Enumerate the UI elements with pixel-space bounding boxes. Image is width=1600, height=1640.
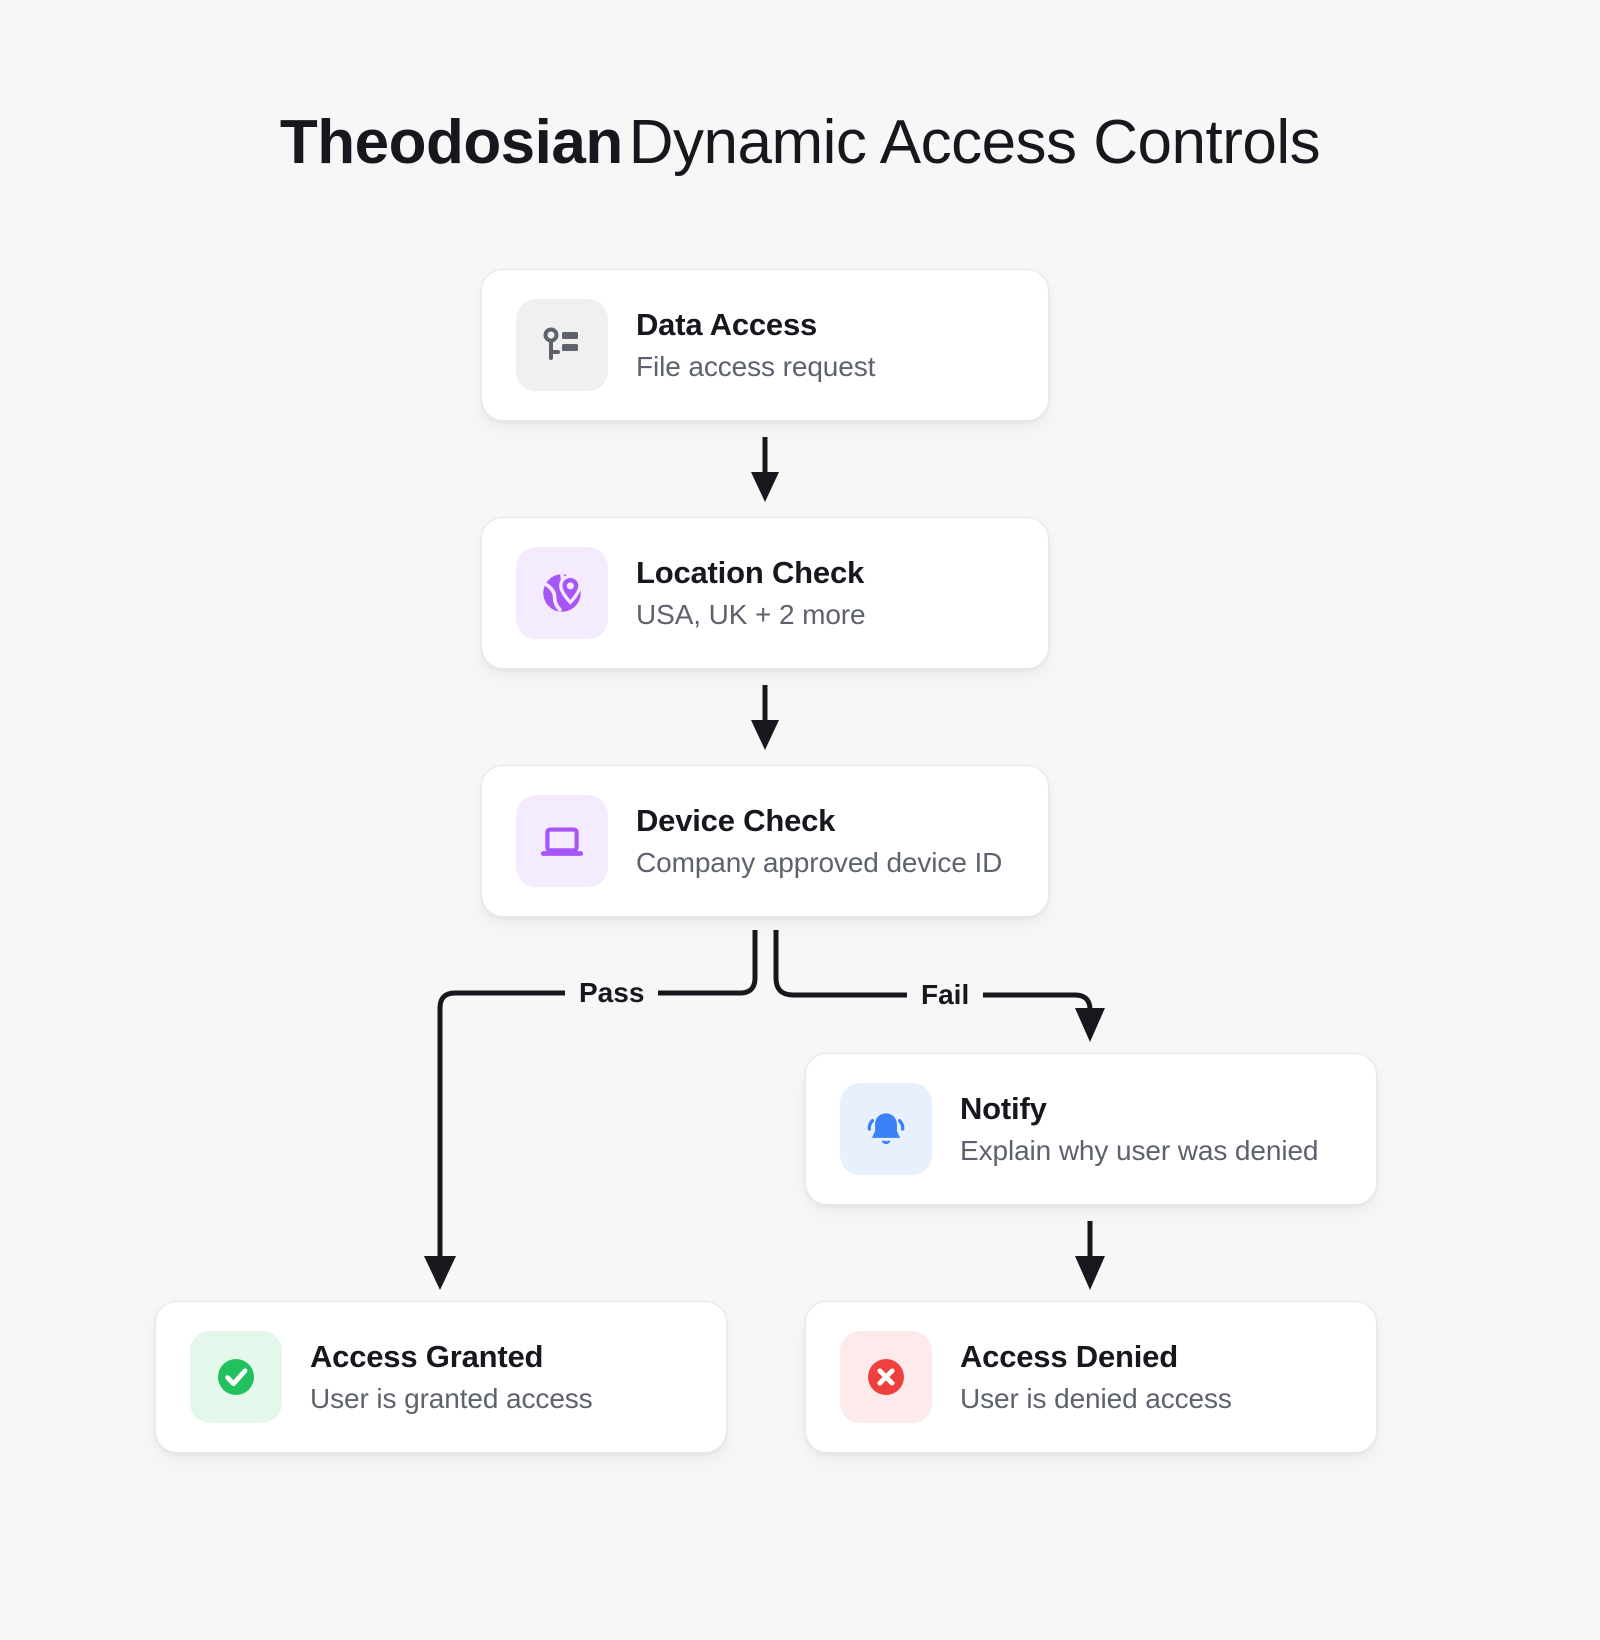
- x-circle-icon: [868, 1359, 904, 1395]
- card-subtitle-notify: Explain why user was denied: [960, 1135, 1319, 1166]
- card-text-access-denied: Access Denied User is denied access: [960, 1339, 1232, 1415]
- page-title-brand: Theodosian: [279, 108, 623, 177]
- arrow-data-access-to-location: [751, 437, 779, 502]
- node-card-access-granted[interactable]: Access Granted User is granted access: [155, 1301, 727, 1453]
- card-title-access-granted: Access Granted: [310, 1339, 544, 1374]
- page-title: TheodosianDynamic Access Controls: [0, 112, 1600, 174]
- card-text-access-granted: Access Granted User is granted access: [310, 1339, 593, 1415]
- card-text-device-check: Device Check Company approved device ID: [636, 803, 1002, 879]
- node-card-data-access[interactable]: Data Access File access request: [481, 269, 1049, 421]
- branch-label-fail: Fail: [907, 981, 984, 1009]
- icon-tile-location-check: [516, 547, 608, 639]
- globe-pin-icon: [543, 572, 582, 612]
- node-card-notify[interactable]: Notify Explain why user was denied: [805, 1053, 1377, 1205]
- card-title-device-check: Device Check: [636, 803, 836, 838]
- icon-tile-access-denied: [840, 1331, 932, 1423]
- branch-label-pass: Pass: [565, 979, 659, 1007]
- page-title-rest: Dynamic Access Controls: [628, 108, 1321, 177]
- card-subtitle-data-access: File access request: [636, 351, 876, 382]
- card-title-access-denied: Access Denied: [960, 1339, 1178, 1374]
- key-list-icon: [543, 327, 578, 360]
- icon-tile-access-granted: [190, 1331, 282, 1423]
- laptop-icon: [540, 827, 584, 856]
- arrow-notify-to-denied: [1075, 1221, 1105, 1290]
- node-card-device-check[interactable]: Device Check Company approved device ID: [481, 765, 1049, 917]
- arrow-location-to-device: [751, 685, 779, 750]
- card-title-location-check: Location Check: [636, 555, 865, 590]
- card-text-notify: Notify Explain why user was denied: [960, 1091, 1318, 1167]
- card-subtitle-device-check: Company approved device ID: [636, 847, 1003, 878]
- card-subtitle-location-check: USA, UK + 2 more: [636, 599, 866, 630]
- bell-ring-icon: [867, 1113, 905, 1145]
- card-subtitle-access-denied: User is denied access: [960, 1383, 1232, 1414]
- card-title-notify: Notify: [960, 1091, 1047, 1126]
- check-circle-icon: [218, 1359, 254, 1395]
- icon-tile-data-access: [516, 299, 608, 391]
- node-card-location-check[interactable]: Location Check USA, UK + 2 more: [481, 517, 1049, 669]
- icon-tile-notify: [840, 1083, 932, 1175]
- card-subtitle-access-granted: User is granted access: [310, 1383, 593, 1414]
- node-card-access-denied[interactable]: Access Denied User is denied access: [805, 1301, 1377, 1453]
- card-text-data-access: Data Access File access request: [636, 307, 875, 383]
- card-text-location-check: Location Check USA, UK + 2 more: [636, 555, 866, 631]
- card-title-data-access: Data Access: [636, 307, 818, 342]
- icon-tile-device-check: [516, 795, 608, 887]
